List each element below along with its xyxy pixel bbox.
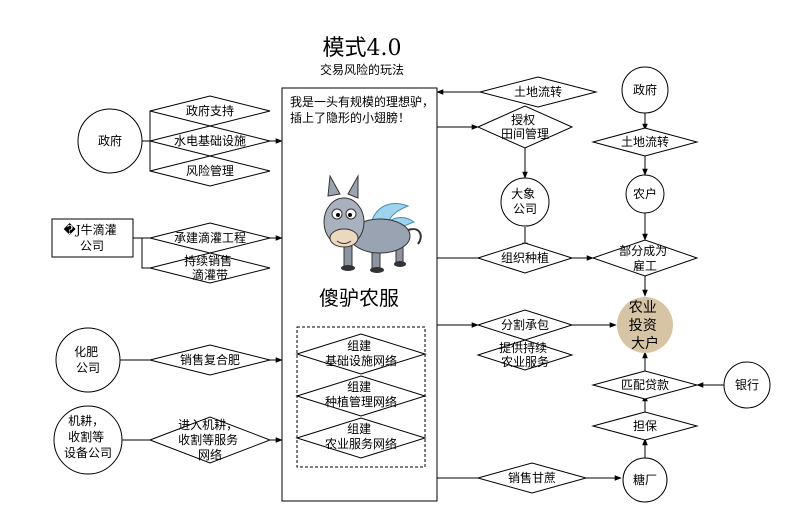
water-power-label: 水电基础设施 — [174, 134, 246, 148]
subcontract-node: 分割承包 — [476, 309, 574, 341]
organize-planting-label: 组织种植 — [501, 250, 549, 265]
irrigation-company-label: �J牛滴灌 公司 — [64, 222, 121, 253]
network-infrastructure-label: 组建 基础设施网络 — [325, 339, 397, 368]
gov-support-node: 政府支持 — [149, 95, 271, 127]
gov-left-label: 政府 — [98, 133, 122, 148]
authorize-label: 授权 田间管理 — [501, 112, 549, 141]
water-power-node: 水电基础设施 — [149, 125, 271, 157]
fertilizer-sales-node: 销售复合肥 — [149, 344, 271, 376]
bank-label: 银行 — [735, 378, 759, 392]
irrigation-sales-label: 持续销售 滴灌带 — [184, 253, 236, 282]
farmer-node: 农户 — [625, 174, 665, 214]
authorize-node: 授权 田间管理 — [476, 105, 574, 149]
bank-node: 银行 — [723, 361, 771, 409]
farmer-label: 农户 — [633, 186, 657, 201]
gov-support-label: 政府支持 — [186, 103, 234, 118]
diagram-title: 模式4.0 — [323, 36, 402, 61]
network-group — [296, 326, 426, 468]
guarantee-node: 担保 — [591, 411, 699, 441]
land-transfer-node: 土地流转 — [591, 127, 699, 157]
edge-gov-risk — [149, 141, 162, 172]
irrigation-build-label: 承建滴灌工程 — [174, 230, 246, 245]
loan-matching-node: 匹配贷款 — [591, 370, 699, 400]
become-employee-label: 部分成为 雇工 — [619, 243, 671, 273]
fertilizer-sales-label: 销售复合肥 — [180, 352, 240, 367]
gov-left-node: 政府 — [77, 108, 143, 174]
land-transfer-top-label: 土地流转 — [514, 84, 562, 99]
subcontract-label: 分割承包 — [501, 317, 549, 332]
fertilizer-company-label: 化肥 公司 — [74, 345, 102, 375]
edge-irrigation-sales — [133, 237, 150, 269]
provide-services-node: 提供持续 农业服务 — [476, 339, 574, 371]
big-investor-circle — [617, 297, 673, 353]
network-services-label: 组建 农业服务网络 — [325, 422, 397, 451]
machinery-service-node: 进入机耕， 收割等服务 网络 — [148, 416, 272, 464]
loan-matching-label: 匹配贷款 — [621, 378, 669, 392]
risk-management-node: 风险管理 — [149, 155, 271, 187]
guarantee-label: 担保 — [633, 419, 657, 433]
center-name: 傻驴农服 — [319, 286, 399, 310]
machinery-company-label: 机耕， 收割等 设备公司 — [64, 413, 112, 460]
machinery-service-label: 进入机耕， 收割等服务 网络 — [178, 417, 242, 462]
become-employee-node: 部分成为 雇工 — [591, 239, 699, 277]
machinery-company-node: 机耕， 收割等 设备公司 — [53, 405, 123, 475]
irrigation-company-node: �J牛滴灌 公司 — [51, 218, 134, 258]
sugar-sales-node: 销售甘蔗 — [476, 462, 588, 494]
fertilizer-company-node: 化肥 公司 — [55, 327, 121, 393]
irrigation-sales-node: 持续销售 滴灌带 — [149, 252, 271, 284]
land-transfer-top-node: 土地流转 — [478, 76, 598, 108]
gov-right-label: 政府 — [633, 82, 657, 97]
big-investor-label: 农业 投资 大户 — [629, 300, 661, 352]
elephant-company-label: 大象 公司 — [511, 187, 539, 216]
land-transfer-label: 土地流转 — [621, 134, 669, 149]
provide-services-label: 提供持续 农业服务 — [499, 340, 551, 369]
sugar-factory-node: 糖厂 — [622, 457, 668, 503]
diagram-subtitle: 交易风险的玩法 — [320, 62, 404, 77]
sugar-sales-label: 销售甘蔗 — [508, 470, 556, 485]
irrigation-build-node: 承建滴灌工程 — [149, 222, 271, 254]
organize-planting-node: 组织种植 — [476, 242, 574, 274]
network-planting: 组建 种植管理网络 — [295, 375, 427, 417]
sugar-factory-label: 糖厂 — [633, 472, 657, 487]
network-services: 组建 农业服务网络 — [295, 417, 427, 459]
elephant-company-node: 大象 公司 — [500, 177, 550, 227]
risk-management-label: 风险管理 — [186, 163, 234, 178]
donkey-mascot-icon — [323, 174, 422, 273]
network-planting-label: 组建 种植管理网络 — [325, 380, 397, 409]
network-infrastructure: 组建 基础设施网络 — [295, 333, 427, 375]
big-investor-node: 农业 投资 大户 — [617, 297, 673, 353]
center-note: 我是一头有规模的理想驴， 插上了隐形的小翅膀！ — [290, 94, 438, 125]
edge-gov-support — [142, 110, 162, 142]
gov-right-node: 政府 — [621, 66, 669, 114]
